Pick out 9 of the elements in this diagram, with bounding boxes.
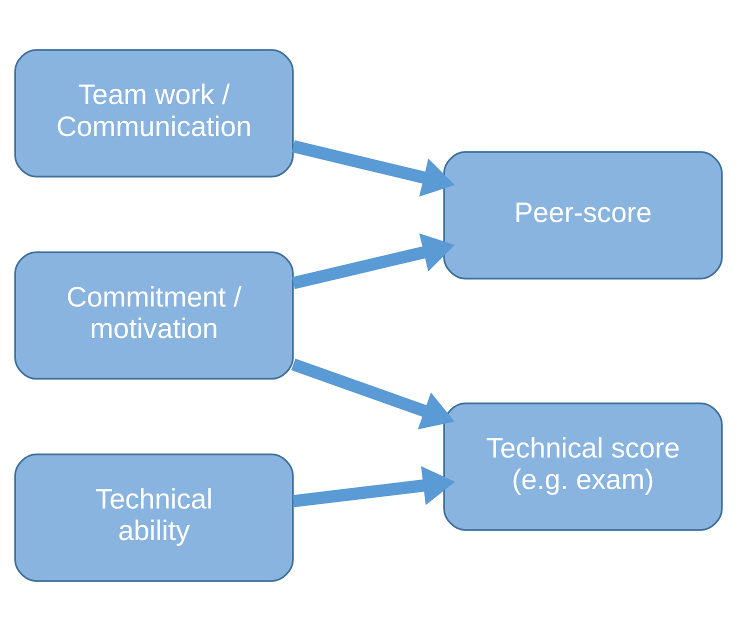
node-box: Peer-score bbox=[443, 151, 723, 280]
node-box: Commitment / motivation bbox=[14, 251, 294, 380]
node-box: Technical score (e.g. exam) bbox=[443, 402, 723, 531]
node-box: Technical ability bbox=[14, 454, 294, 582]
arrow bbox=[292, 140, 455, 197]
arrow bbox=[292, 466, 456, 508]
arrow bbox=[291, 358, 455, 430]
arrow bbox=[292, 233, 455, 290]
node-box: Team work / Communication bbox=[14, 49, 294, 178]
